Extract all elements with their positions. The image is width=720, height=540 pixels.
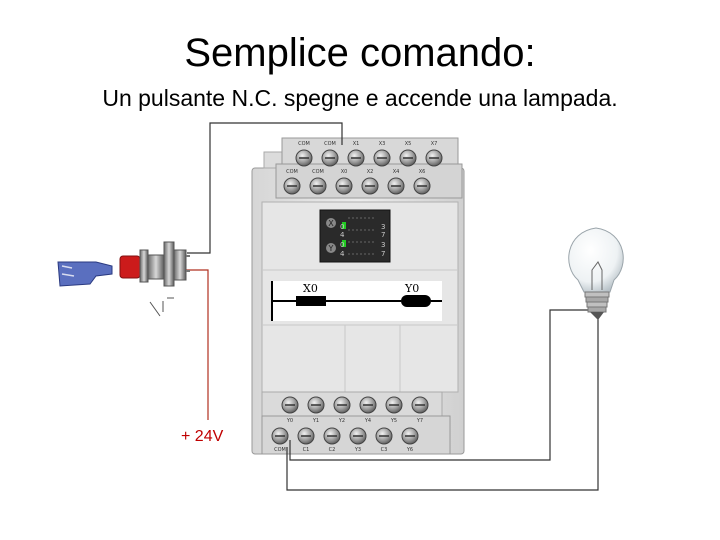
top-terminal-row-2: COM COM X0 X2 X4 X6 [283,169,431,195]
terminal-label: X4 [393,169,400,175]
y-indicator-icon [326,243,336,253]
bottom-terminal-row-2: COM C1 C2 Y3 C3 Y6 [271,427,419,453]
terminal-label: Y0 [286,418,293,424]
y0-led [342,240,346,247]
terminal-label: Y2 [338,418,345,424]
light-bulb-icon [568,227,624,320]
terminal-label: Y4 [364,418,371,424]
wire-y0-to-lamp [289,309,595,461]
terminal-label: X1 [353,141,360,147]
coil-label: Y0 [404,282,419,295]
wire-supply [184,269,209,420]
terminal-label: X6 [419,169,426,175]
terminal-label: X7 [431,141,438,147]
wire-com-to-lamp [286,318,599,491]
y-digit-7: 7 [381,250,385,258]
terminal-label: X3 [379,141,386,147]
terminal-label: X0 [341,169,348,175]
page-subtitle: Un pulsante N.C. spegne e accende una la… [102,85,618,111]
terminal-label: X2 [367,169,374,175]
y-symbol: Y [328,244,334,253]
top-terminal-row-1: COM COM X1 X3 X5 X7 [295,141,443,167]
x-indicator-icon [326,218,336,228]
nc-contact-icon [149,297,174,317]
contact-label: X0 [303,282,318,295]
terminal-label: COM [286,169,298,175]
page-title: Semplice comando: [184,31,536,75]
terminal-label: Y7 [416,418,423,424]
x-digit-7: 7 [381,231,385,239]
terminal-label: Y3 [354,447,361,453]
wires [184,122,599,491]
wire-button-to-x0 [187,122,343,254]
terminal-label: COM [324,141,336,147]
terminal-label: Y1 [312,418,319,424]
x-symbol: X [328,219,334,228]
supply-label: + 24V [181,428,224,445]
y-digit-4: 4 [340,250,345,258]
x-digit-4: 4 [340,231,345,239]
terminal-label: Y6 [406,447,413,453]
terminal-label: COM [274,447,286,453]
ladder-rung: X0 Y0 [271,281,442,321]
terminal-label: C3 [381,447,388,453]
terminal-label: X5 [405,141,412,147]
button-cap-icon [119,255,141,279]
terminal-label: C2 [329,447,336,453]
push-button [57,241,190,317]
terminal-label: C1 [303,447,310,453]
contact-x0-symbol [296,296,326,306]
terminal-label: Y5 [390,418,397,424]
x0-led [342,222,346,229]
coil-y0-symbol [401,295,431,307]
terminal-label: COM [298,141,310,147]
bottom-terminal-row-1: Y0 Y1 Y2 Y4 Y5 Y7 [281,396,429,424]
x-digit-3: 3 [381,223,385,231]
terminal-label: COM [312,169,324,175]
x-digit-0: 0 [340,223,344,231]
status-panel: X Y 0 4 3 7 0 4 3 7 [319,209,391,263]
y-digit-3: 3 [381,241,385,249]
y-digit-0: 0 [340,241,344,249]
